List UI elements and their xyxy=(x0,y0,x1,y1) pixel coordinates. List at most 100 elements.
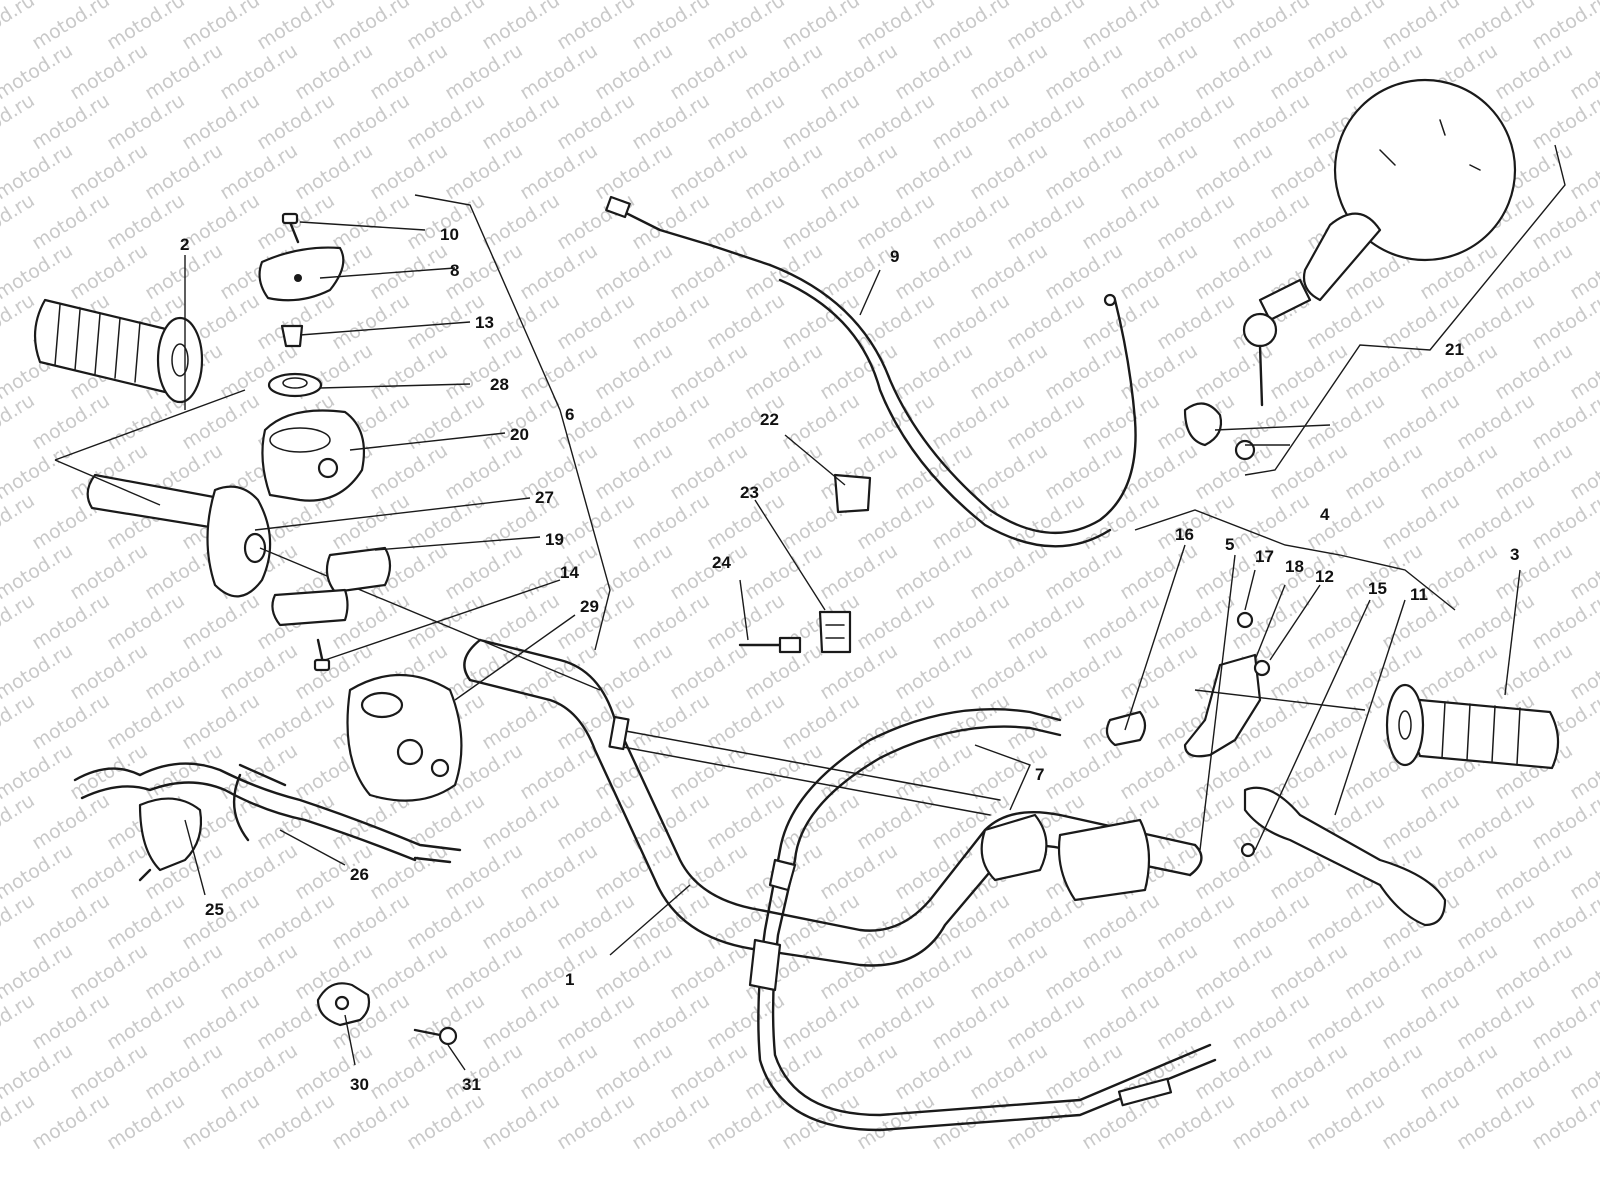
watermark-text: motod.ru xyxy=(28,589,114,654)
watermark-text: motod.ru xyxy=(103,1089,189,1154)
watermark-text: motod.ru xyxy=(141,739,227,804)
watermark-text: motod.ru xyxy=(891,39,977,104)
watermark-text: motod.ru xyxy=(328,89,414,154)
watermark-text: motod.ru xyxy=(516,39,602,104)
watermark-text: motod.ru xyxy=(853,789,939,854)
watermark-text: motod.ru xyxy=(1003,0,1089,54)
watermark-text: motod.ru xyxy=(778,789,864,854)
watermark-text: motod.ru xyxy=(1528,1089,1600,1154)
watermark-text: motod.ru xyxy=(591,839,677,904)
watermark-text: motod.ru xyxy=(816,139,902,204)
callout-19: 19 xyxy=(545,530,564,549)
callout-10: 10 xyxy=(440,225,459,244)
watermark-text: motod.ru xyxy=(478,789,564,854)
callout-28: 28 xyxy=(490,375,509,394)
watermark-text: motod.ru xyxy=(966,239,1052,304)
watermark-text: motod.ru xyxy=(28,1089,114,1154)
watermark-text: motod.ru xyxy=(1416,939,1502,1004)
callout-26: 26 xyxy=(350,865,369,884)
watermark-text: motod.ru xyxy=(1116,239,1202,304)
watermark-text: motod.ru xyxy=(1078,0,1164,54)
watermark-text: motod.ru xyxy=(1453,289,1539,354)
watermark-text: motod.ru xyxy=(891,639,977,704)
watermark-text: motod.ru xyxy=(103,0,189,54)
watermark-text: motod.ru xyxy=(666,1039,752,1104)
watermark-text: motod.ru xyxy=(1341,1039,1427,1104)
callout-30: 30 xyxy=(350,1075,369,1094)
callout-16: 16 xyxy=(1175,525,1194,544)
watermark-text: motod.ru xyxy=(1303,1089,1389,1154)
watermark-text: motod.ru xyxy=(178,189,264,254)
callouts: 1 2 3 4 5 6 7 8 9 10 11 12 13 14 15 16 1… xyxy=(180,225,1519,1094)
watermark-text: motod.ru xyxy=(516,339,602,404)
watermark-text: motod.ru xyxy=(516,139,602,204)
callout-31: 31 xyxy=(462,1075,481,1094)
watermark-text: motod.ru xyxy=(1303,989,1389,1054)
watermark-text: motod.ru xyxy=(853,689,939,754)
watermark-text: motod.ru xyxy=(403,89,489,154)
watermark-text: motod.ru xyxy=(853,1089,939,1154)
callout-17: 17 xyxy=(1255,547,1274,566)
watermark-text: motod.ru xyxy=(1491,339,1577,404)
watermark-text: motod.ru xyxy=(28,889,114,954)
watermark-text: motod.ru xyxy=(928,689,1014,754)
watermark-text: motod.ru xyxy=(891,939,977,1004)
watermark-text: motod.ru xyxy=(178,689,264,754)
watermark-text: motod.ru xyxy=(553,189,639,254)
watermark-text: motod.ru xyxy=(103,989,189,1054)
watermark-text: motod.ru xyxy=(141,939,227,1004)
watermark-text: motod.ru xyxy=(778,89,864,154)
watermark-text: motod.ru xyxy=(1341,939,1427,1004)
throttle-housing-icon xyxy=(258,212,392,672)
watermark-text: motod.ru xyxy=(66,939,152,1004)
callout-20: 20 xyxy=(510,425,529,444)
watermark-text: motod.ru xyxy=(403,389,489,454)
watermark-text: motod.ru xyxy=(1041,939,1127,1004)
watermark-text: motod.ru xyxy=(1153,889,1239,954)
watermark-text: motod.ru xyxy=(478,0,564,54)
watermark-text: motod.ru xyxy=(216,739,302,804)
watermark-text: motod.ru xyxy=(1003,289,1089,354)
watermark-text: motod.ru xyxy=(366,339,452,404)
watermark-text: motod.ru xyxy=(703,989,789,1054)
watermark-text: motod.ru xyxy=(516,839,602,904)
watermark-text: motod.ru xyxy=(741,339,827,404)
watermark-text: motod.ru xyxy=(816,839,902,904)
watermark-text: motod.ru xyxy=(1078,989,1164,1054)
watermark-text: motod.ru xyxy=(1228,489,1314,554)
watermark-text: motod.ru xyxy=(703,0,789,54)
leader-lines xyxy=(184,221,1521,1071)
watermark-text: motod.ru xyxy=(366,439,452,504)
watermark-text: motod.ru xyxy=(103,189,189,254)
grip-icon xyxy=(1385,683,1560,770)
watermark-text: motod.ru xyxy=(703,1089,789,1154)
watermark-text: motod.ru xyxy=(966,339,1052,404)
watermark-text: motod.ru xyxy=(628,889,714,954)
watermark-text: motod.ru xyxy=(253,689,339,754)
watermark-text: motod.ru xyxy=(628,189,714,254)
watermark-text: motod.ru xyxy=(591,339,677,404)
watermark-text: motod.ru xyxy=(1266,439,1352,504)
watermark-text: motod.ru xyxy=(628,789,714,854)
watermark-text: motod.ru xyxy=(66,39,152,104)
watermark-text: motod.ru xyxy=(1003,389,1089,454)
watermark-text: motod.ru xyxy=(1453,489,1539,554)
watermark-text: motod.ru xyxy=(1153,189,1239,254)
watermark-text: motod.ru xyxy=(628,289,714,354)
group-brackets xyxy=(54,144,1566,651)
screw-icon xyxy=(413,1026,458,1046)
callout-21: 21 xyxy=(1445,340,1464,359)
watermark-text: motod.ru xyxy=(628,389,714,454)
watermark-text: motod.ru xyxy=(1153,989,1239,1054)
watermark-text: motod.ru xyxy=(178,589,264,654)
watermark-text: motod.ru xyxy=(291,139,377,204)
watermark-text: motod.ru xyxy=(778,689,864,754)
watermark-text: motod.ru xyxy=(741,39,827,104)
watermark-text: motod.ru xyxy=(891,739,977,804)
watermark-text: motod.ru xyxy=(403,0,489,54)
watermark-text: motod.ru xyxy=(1228,889,1314,954)
watermark-text: motod.ru xyxy=(1266,339,1352,404)
watermark-text: motod.ru xyxy=(778,289,864,354)
watermark-text: motod.ru xyxy=(1041,639,1127,704)
